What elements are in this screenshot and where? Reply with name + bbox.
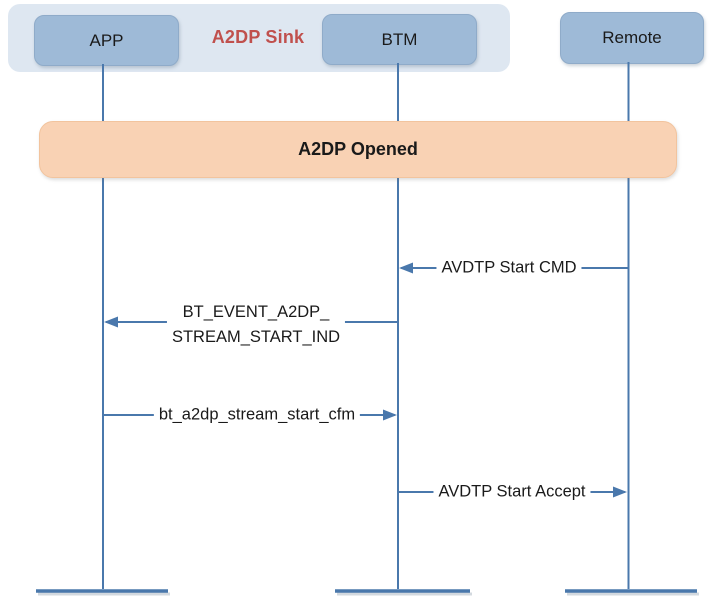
message-label-bt-event-a2dp-stream-start-ind: BT_EVENT_A2DP_ STREAM_START_IND — [166, 300, 346, 350]
actor-label-btm: BTM — [381, 29, 418, 49]
banner-label: A2DP Opened — [298, 139, 418, 159]
message-label-bt-a2dp-stream-start-cfm: bt_a2dp_stream_start_cfm — [153, 402, 361, 428]
message-label-line1: BT_EVENT_A2DP_ — [182, 303, 330, 321]
actor-label-remote: Remote — [602, 28, 662, 47]
message-label-avdtp-start-cmd: AVDTP Start CMD — [436, 255, 582, 281]
actor-box-app: APP — [34, 15, 179, 66]
actor-box-remote: Remote — [560, 12, 704, 64]
actor-box-btm: BTM — [322, 14, 477, 65]
message-label-avdtp-start-accept: AVDTP Start Accept — [433, 479, 591, 505]
group-label: A2DP Sink — [211, 27, 305, 47]
a2dp-opened-banner: A2DP Opened — [39, 121, 677, 178]
actor-label-app: APP — [89, 30, 124, 50]
message-label-line2: STREAM_START_IND — [171, 328, 341, 346]
